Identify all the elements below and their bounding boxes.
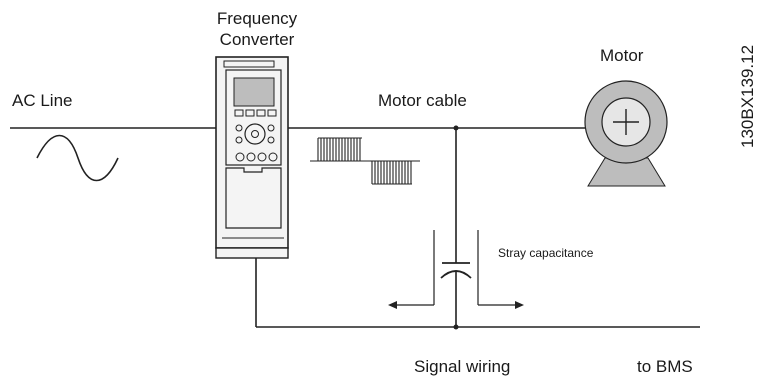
signal-wiring-label: Signal wiring [414, 357, 510, 376]
right-current-arrow [477, 230, 524, 309]
stray-capacitance-label: Stray capacitance [498, 246, 594, 260]
left-current-arrow [388, 230, 435, 309]
pwm-waveform-icon [310, 137, 420, 185]
converter-label-line2: Converter [220, 30, 295, 49]
motor-icon [584, 80, 668, 187]
signal-junction-node [453, 324, 459, 330]
ac-line-label: AC Line [12, 91, 72, 110]
sine-wave-icon [36, 134, 119, 182]
frequency-converter [215, 56, 289, 259]
figure-id-label: 130BX139.12 [738, 45, 757, 148]
converter-label-line1: Frequency [217, 9, 298, 28]
to-bms-label: to BMS [637, 357, 693, 376]
motor-label: Motor [600, 46, 644, 65]
motor-cable-label: Motor cable [378, 91, 467, 110]
display-screen [233, 77, 275, 107]
